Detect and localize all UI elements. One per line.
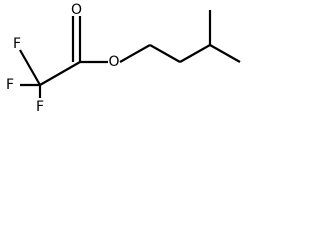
- bond-cf3-f-top: [19, 49, 41, 86]
- bond-ch-ch3-right: [209, 44, 241, 63]
- bond-ch2-ch2: [149, 44, 181, 63]
- atom-f-bottom: F: [36, 99, 44, 115]
- atom-f-left: F: [6, 77, 14, 93]
- atom-o-ester: O: [108, 54, 119, 70]
- structure-canvas: O O F F F: [0, 0, 253, 118]
- chemical-structure-diagram: O O F F F: [6, 2, 241, 115]
- bond-c-cf3: [39, 61, 81, 86]
- bond-o-ch2: [119, 44, 151, 63]
- atom-f-top: F: [13, 36, 21, 52]
- atom-o-carbonyl: O: [71, 2, 82, 18]
- bond-ch2-ch: [179, 44, 211, 63]
